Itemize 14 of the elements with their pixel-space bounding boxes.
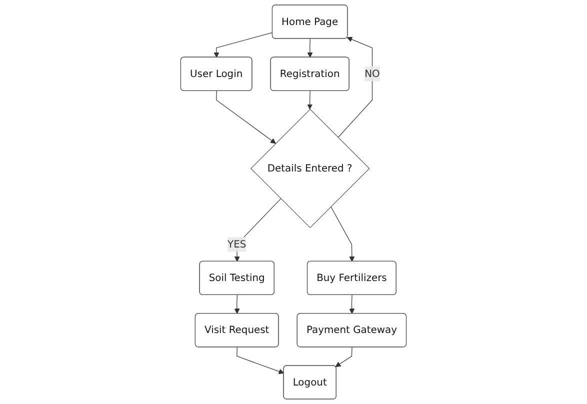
arrow — [330, 206, 355, 262]
arrow — [234, 198, 282, 262]
arrow — [214, 32, 273, 58]
edge-label: YES — [228, 238, 246, 250]
arrow — [234, 294, 240, 314]
arrow — [236, 346, 284, 374]
arrow — [307, 90, 313, 110]
arrow — [338, 36, 373, 138]
arrow — [307, 38, 313, 58]
arrow — [335, 346, 352, 367]
edge-label: NO — [364, 68, 380, 80]
node-diamond: Details Entered ? — [250, 108, 370, 228]
arrow — [216, 90, 276, 144]
arrow — [349, 294, 355, 314]
